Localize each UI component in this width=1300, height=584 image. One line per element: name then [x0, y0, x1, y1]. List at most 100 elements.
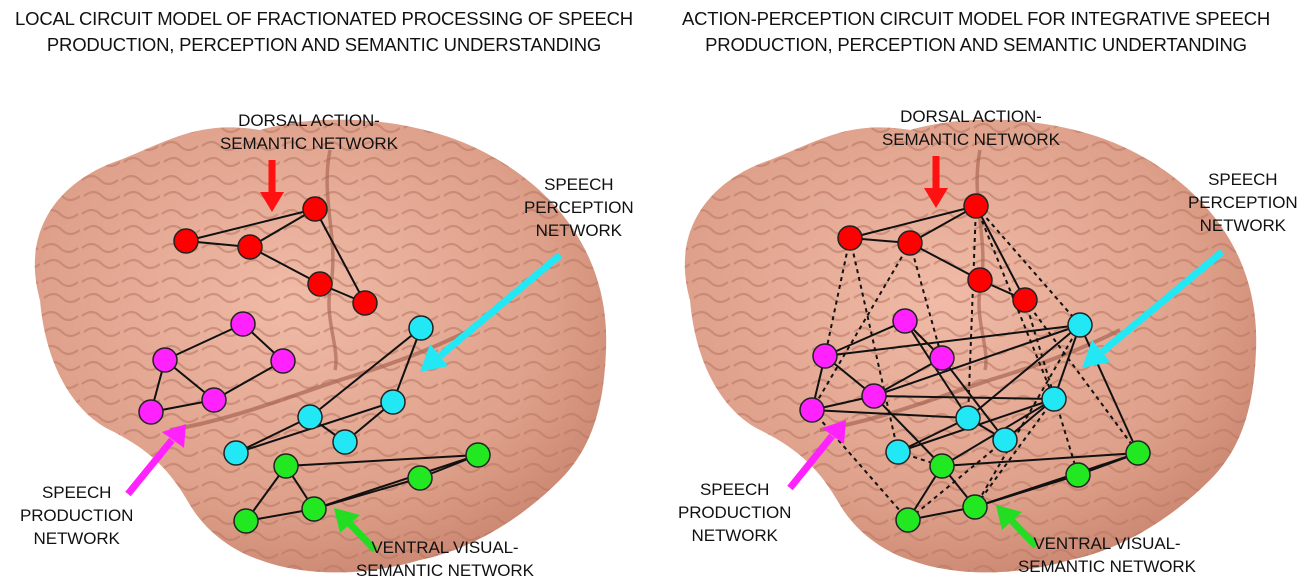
title-right-line2: PRODUCTION, PERCEPTION AND SEMANTIC UNDE…	[705, 34, 1247, 55]
label-line: VENTRAL VISUAL-	[371, 538, 519, 557]
edge	[975, 205, 1026, 301]
label-ventral-right: VENTRAL VISUAL- SEMANTIC NETWORK	[1018, 532, 1196, 578]
label-line: PERCEPTION	[524, 198, 634, 217]
dorsal-node	[307, 271, 333, 297]
perception-node	[408, 315, 434, 341]
perception-node	[955, 405, 981, 431]
label-production-right: SPEECH PRODUCTION NETWORK	[678, 478, 791, 547]
label-perception-right: SPEECH PERCEPTION NETWORK	[1188, 168, 1298, 237]
edge	[824, 320, 906, 357]
ventral-arrow	[334, 508, 378, 553]
production-node	[138, 399, 164, 425]
edge	[824, 324, 1081, 357]
edge	[941, 357, 1006, 441]
label-line: NETWORK	[1199, 216, 1286, 235]
label-line: DORSAL ACTION-	[238, 111, 380, 130]
ventral-node	[1125, 440, 1151, 466]
edge	[909, 242, 981, 281]
dorsal-node	[302, 196, 328, 222]
label-perception-left: SPEECH PERCEPTION NETWORK	[524, 173, 634, 242]
edge	[164, 323, 244, 361]
edge	[974, 324, 1081, 508]
label-line: NETWORK	[33, 529, 120, 548]
production-node	[270, 348, 296, 374]
production-node	[799, 397, 825, 423]
panel-action-perception: DORSAL ACTION- SEMANTIC NETWORK SPEECH P…	[650, 0, 1300, 584]
label-line: SPEECH	[1208, 170, 1278, 189]
label-line: DORSAL ACTION-	[900, 107, 1042, 126]
brain-gyri-texture	[684, 119, 1257, 573]
edge	[314, 208, 366, 304]
ventral-node	[465, 442, 491, 468]
brain-diagram-right	[684, 119, 1257, 573]
edge	[975, 205, 1081, 326]
sylvian-fissure	[819, 328, 1121, 432]
edge	[249, 246, 321, 285]
production-node	[201, 387, 227, 413]
label-line: SPEECH	[699, 480, 770, 499]
label-line: NETWORK	[535, 221, 622, 240]
panel-local-circuit: DORSAL ACTION- SEMANTIC NETWORK SPEECH P…	[20, 111, 634, 582]
label-line: SEMANTIC NETWORK	[356, 561, 534, 580]
perception-node	[223, 440, 249, 466]
dorsal-node	[173, 228, 199, 254]
perception-arrow	[420, 252, 563, 372]
dorsal-arrow	[260, 160, 284, 212]
label-line: VENTRAL VISUAL-	[1033, 534, 1181, 553]
label-line: NETWORK	[691, 526, 778, 545]
arrows-right	[787, 156, 1225, 549]
brain-diagram-left	[34, 119, 607, 573]
perception-node	[992, 427, 1018, 453]
label-line: SEMANTIC NETWORK	[882, 130, 1060, 149]
production-node	[892, 308, 918, 334]
edge	[909, 242, 943, 359]
dorsal-node	[967, 267, 993, 293]
production-arrow	[125, 424, 186, 497]
production-node	[230, 311, 256, 337]
ventral-node	[895, 507, 921, 533]
ventral-node	[962, 494, 988, 520]
title-left: LOCAL CIRCUIT MODEL OF FRACTIONATED PROC…	[0, 6, 648, 58]
label-dorsal-right: DORSAL ACTION- SEMANTIC NETWORK	[882, 105, 1060, 151]
label-production-left: SPEECH PRODUCTION NETWORK	[20, 481, 133, 550]
production-node	[929, 345, 955, 371]
ventral-node	[929, 453, 955, 479]
edge	[1053, 324, 1081, 400]
perception-arrow	[1082, 249, 1225, 368]
nodes-left	[138, 196, 491, 534]
edge	[309, 327, 422, 418]
edge	[907, 439, 1006, 521]
dorsal-node	[963, 193, 989, 219]
production-node	[861, 383, 887, 409]
perception-node	[885, 439, 911, 465]
edge	[967, 324, 1081, 419]
label-line: PRODUCTION	[678, 503, 792, 522]
label-ventral-left: VENTRAL VISUAL- SEMANTIC NETWORK	[356, 536, 534, 582]
perception-node	[380, 389, 406, 415]
edge	[967, 205, 977, 419]
edge	[811, 409, 969, 419]
dorsal-node	[1012, 287, 1038, 313]
perception-node	[297, 404, 323, 430]
connections-left	[150, 208, 479, 522]
edge	[849, 205, 977, 239]
production-node	[152, 347, 178, 373]
label-line: SEMANTIC NETWORK	[1018, 557, 1196, 576]
title-left-line1: LOCAL CIRCUIT MODEL OF FRACTIONATED PROC…	[15, 8, 633, 29]
title-right: ACTION-PERCEPTION CIRCUIT MODEL FOR INTE…	[652, 6, 1300, 58]
label-line: SEMANTIC NETWORK	[220, 134, 398, 153]
label-line: PERCEPTION	[1188, 193, 1298, 212]
ventral-node	[407, 465, 433, 491]
edge	[392, 327, 422, 403]
dorsal-node	[237, 234, 263, 260]
edge	[285, 454, 479, 467]
arrows-left	[125, 160, 563, 553]
ventral-node	[1065, 462, 1091, 488]
edge	[873, 357, 943, 397]
edge	[873, 324, 1081, 397]
edge	[897, 417, 969, 453]
perception-node	[1067, 312, 1093, 338]
title-right-line1: ACTION-PERCEPTION CIRCUIT MODEL FOR INTE…	[681, 8, 1271, 29]
edge	[873, 395, 1055, 400]
ventral-arrow	[996, 505, 1039, 549]
